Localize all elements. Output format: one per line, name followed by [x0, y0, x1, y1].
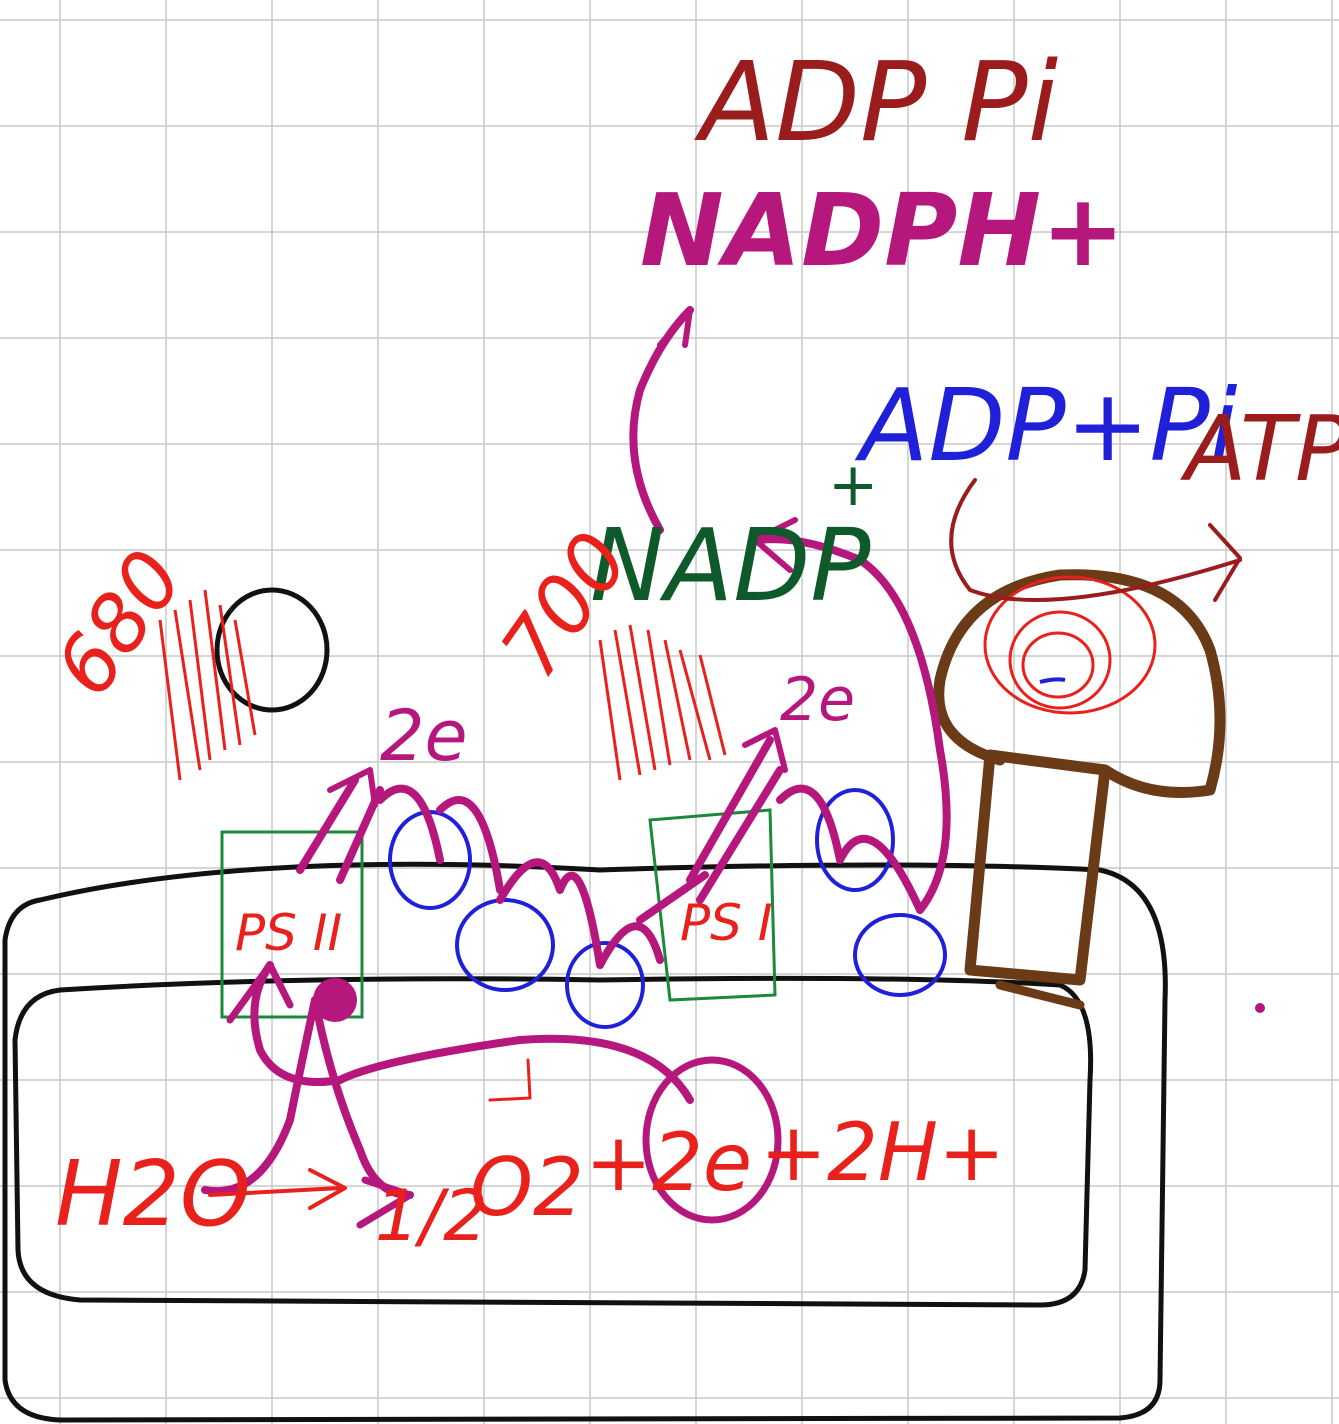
ps2-label: PS II: [235, 904, 342, 962]
electron-carriers: [390, 790, 945, 1027]
ps1-label: PS I: [680, 894, 773, 952]
adp-pi-blue-label: ADP+Pi: [854, 367, 1238, 484]
stray-dot: [1255, 1003, 1265, 1013]
atp-label: ATP: [1180, 397, 1339, 502]
electron-transport-path: [205, 310, 947, 1225]
electrons-2e-right-label: 2e: [780, 665, 855, 735]
adp-pi-top-label: ADP Pi: [694, 38, 1059, 166]
nadph-label: NADPH+: [640, 172, 1125, 289]
nadp-plus-label: +: [828, 450, 878, 520]
water-label: H2O: [55, 1142, 251, 1247]
oxygen-label: O2: [470, 1141, 584, 1234]
electrons-2e-left-label: 2e: [380, 695, 468, 777]
plus-2h-label: +2H+: [760, 1106, 1005, 1199]
plus-2e-label: +2e: [585, 1116, 752, 1209]
electron-carrier-icon: [855, 915, 945, 995]
